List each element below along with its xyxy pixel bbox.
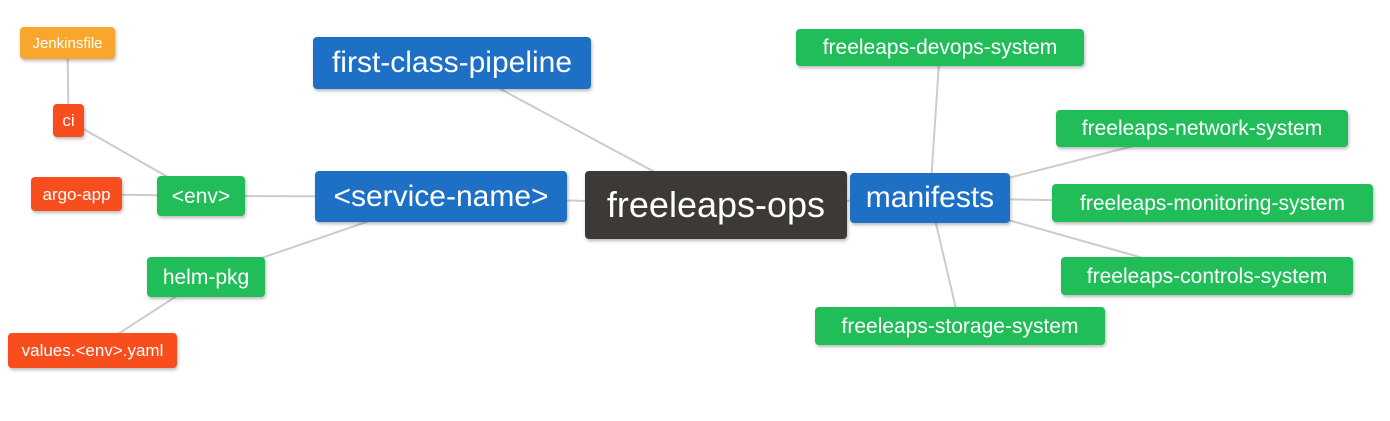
node-label-ci: ci — [62, 111, 75, 130]
node-label-freeleaps-storage-system: freeleaps-storage-system — [841, 314, 1079, 338]
edge-manifests-freeleaps-devops-system — [929, 47, 941, 199]
node-label-freeleaps-ops: freeleaps-ops — [606, 184, 826, 225]
node-argo-app[interactable]: argo-app — [31, 177, 122, 211]
node-label-helm-pkg: helm-pkg — [162, 265, 250, 289]
node-label-freeleaps-network-system: freeleaps-network-system — [1081, 117, 1323, 140]
node-label-first-class-pipeline: first-class-pipeline — [331, 46, 573, 79]
node-label-service-name: <service-name> — [333, 179, 549, 213]
node-label-values-env-yaml: values.<env>.yaml — [21, 341, 164, 360]
node-label-freeleaps-devops-system: freeleaps-devops-system — [822, 36, 1058, 59]
node-freeleaps-ops[interactable]: freeleaps-ops — [585, 171, 847, 239]
node-values-env-yaml[interactable]: values.<env>.yaml — [8, 333, 177, 368]
node-label-manifests: manifests — [865, 181, 995, 214]
node-label-env: <env> — [171, 184, 231, 208]
node-jenkinsfile[interactable]: Jenkinsfile — [20, 27, 115, 59]
node-ci[interactable]: ci — [53, 104, 84, 137]
node-freeleaps-devops-system[interactable]: freeleaps-devops-system — [796, 29, 1084, 66]
node-label-freeleaps-controls-system: freeleaps-controls-system — [1086, 264, 1328, 288]
node-env[interactable]: <env> — [157, 176, 245, 216]
node-service-name[interactable]: <service-name> — [315, 171, 567, 222]
node-freeleaps-controls-system[interactable]: freeleaps-controls-system — [1061, 257, 1353, 295]
node-label-freeleaps-monitoring-system: freeleaps-monitoring-system — [1080, 191, 1345, 215]
node-freeleaps-monitoring-system[interactable]: freeleaps-monitoring-system — [1052, 184, 1373, 222]
node-helm-pkg[interactable]: helm-pkg — [147, 257, 265, 297]
node-manifests[interactable]: manifests — [850, 173, 1010, 223]
node-freeleaps-network-system[interactable]: freeleaps-network-system — [1056, 110, 1348, 147]
node-freeleaps-storage-system[interactable]: freeleaps-storage-system — [815, 307, 1105, 345]
node-label-argo-app: argo-app — [42, 184, 111, 204]
node-label-jenkinsfile: Jenkinsfile — [32, 34, 103, 52]
node-first-class-pipeline[interactable]: first-class-pipeline — [313, 37, 591, 89]
